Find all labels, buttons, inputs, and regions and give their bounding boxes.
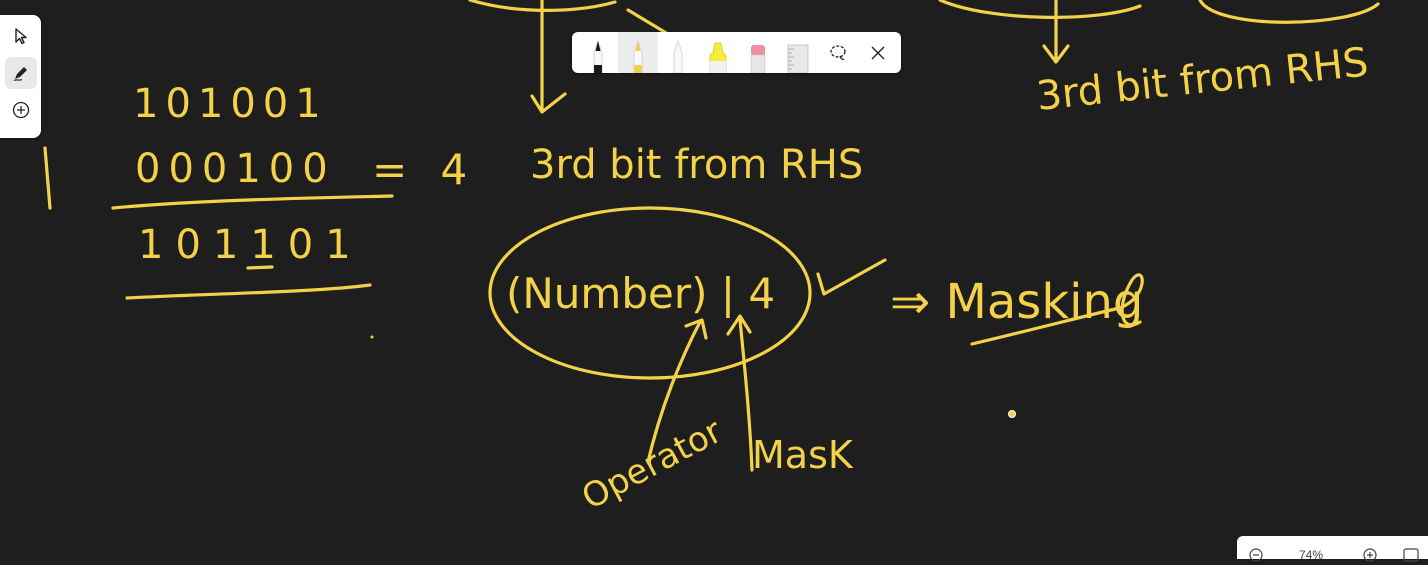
binary-row-1: 101001 [133,81,328,127]
binary-row-2: 000100 [135,146,336,192]
fit-screen-icon [1403,548,1419,562]
sum-line-1 [111,194,394,210]
eraser-button[interactable] [738,32,778,73]
ruler-button[interactable] [778,32,818,73]
yellow-pen-button[interactable] [618,32,658,73]
masking-label: ⇒ Masking [890,274,1143,330]
close-toolbar-button[interactable] [858,32,898,73]
zoom-bar: 74% [1237,536,1428,562]
mask-label: MasK [752,433,854,477]
operator-arrow [646,318,708,464]
operator-label: Operator [575,411,728,518]
black-pen-button[interactable] [578,32,618,73]
zoom-out-icon [1249,548,1263,562]
select-tool-button[interactable] [5,20,37,52]
top-ellipse-left [468,0,617,12]
highlighter-icon [709,42,727,73]
plus-circle-icon [12,101,29,119]
yellow-pen-icon [633,39,643,73]
white-pen-button[interactable] [658,32,698,73]
expression-text: (Number) | 4 [506,269,775,318]
top-ellipse-right [938,0,1142,19]
white-pen-icon [673,39,683,73]
zoom-in-icon [1363,548,1377,562]
zoom-level: 74% [1299,548,1324,562]
pen-icon [13,67,27,82]
top-ellipse-right-2 [1198,0,1380,24]
top-right-arrow [1042,0,1070,64]
top-arrow-line [530,0,567,114]
left-bar-stroke [43,146,52,210]
check-mark [816,258,887,296]
zoom-in-button[interactable] [1363,548,1377,565]
mask-arrow [726,314,754,472]
equals-four: = 4 [372,145,477,194]
tool-rail [0,15,41,138]
third-bit-label: 3rd bit from RHS [530,142,863,188]
pen-toolbar [572,32,901,73]
top-stroke-diag [626,8,670,36]
lasso-icon [830,44,846,60]
sum-line-2 [125,283,372,300]
highlighter-button[interactable] [698,32,738,73]
fit-screen-button[interactable] [1403,548,1419,565]
dot-left [370,335,374,339]
pen-cursor-dot [1008,410,1016,418]
black-pen-icon [593,39,603,73]
expression-ellipse [488,206,812,380]
add-tool-button[interactable] [5,94,37,126]
lasso-button[interactable] [818,32,858,73]
underline-bit [246,265,274,270]
binary-row-3: 101101 [138,222,363,268]
ruler-icon [787,44,809,73]
masking-underline [970,273,1144,346]
zoom-out-button[interactable] [1249,548,1263,565]
cursor-icon [14,28,27,45]
pen-tool-button[interactable] [4,57,37,89]
eraser-icon [750,45,766,73]
close-icon [871,46,885,59]
third-bit-label-top-right: 3rd bit from RHS [1034,39,1370,120]
